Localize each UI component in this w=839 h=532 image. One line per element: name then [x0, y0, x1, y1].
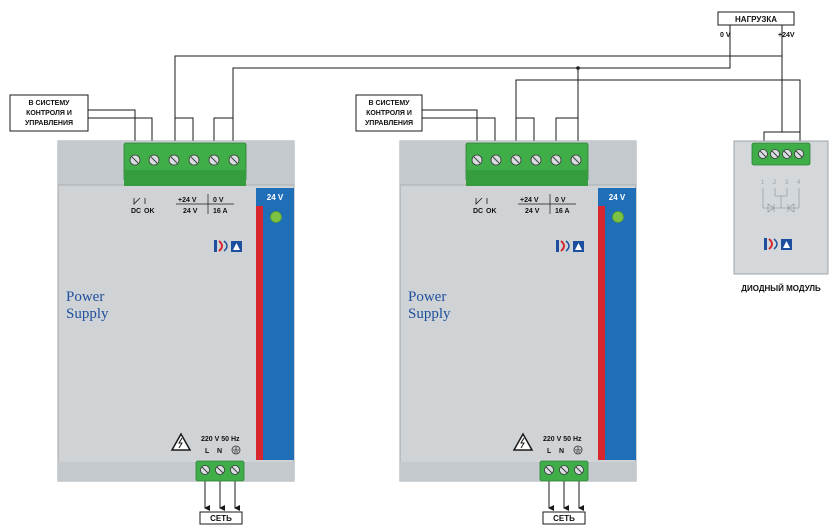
mains-label-left: СЕТЬ	[199, 511, 243, 525]
diode-module-label: ДИОДНЫЙ МОДУЛЬ	[741, 284, 821, 293]
logo-icon	[556, 240, 584, 252]
control-label-line1: В СИСТЕМУ	[368, 100, 410, 107]
mains-label: СЕТЬ	[553, 514, 575, 523]
diode-terminal-block	[751, 142, 811, 166]
control-box-left: В СИСТЕМУ КОНТРОЛЯ И УПРАВЛЕНИЯ	[9, 94, 89, 132]
control-label-line2: КОНТРОЛЯ И	[366, 110, 412, 117]
ok-label: OK	[486, 208, 497, 215]
plus-24v-label: +24 V	[178, 197, 197, 204]
pin-label: 3	[785, 180, 789, 186]
power-supply-left: 24 V DC OK +24 V 0 V 24 V 16 A	[57, 140, 295, 482]
l-label: L	[205, 448, 210, 455]
voltage-badge: 24 V	[609, 193, 626, 202]
pin-label: 2	[773, 180, 777, 186]
control-label-line3: УПРАВЛЕНИЯ	[25, 120, 73, 127]
led-icon	[612, 211, 624, 223]
power-supply-right: 24 V DC OK +24 V 0 V 24 V 16 A Power Sup…	[399, 140, 637, 482]
ps-title-line2: Supply	[408, 306, 451, 322]
n-label: N	[217, 448, 222, 455]
l-label: L	[547, 448, 552, 455]
ok-label: OK	[144, 208, 155, 215]
mains-label: СЕТЬ	[210, 514, 232, 523]
diode-icon	[762, 188, 800, 213]
diode-module: 1 2 3 4 ДИОДНЫЙ МОДУЛЬ	[733, 140, 829, 293]
dc-label: DC	[131, 208, 141, 215]
voltage-rating: 24 V	[525, 208, 540, 215]
pin-label: 1	[761, 180, 765, 186]
relay-contact-icon	[133, 197, 146, 205]
logo-icon	[764, 238, 792, 250]
warning-icon	[170, 432, 192, 451]
warning-icon	[512, 432, 534, 451]
current-rating: 16 A	[213, 208, 228, 215]
output-screws	[471, 154, 582, 166]
plus-24v-label: +24 V	[520, 197, 539, 204]
voltage-rating: 24 V	[183, 208, 198, 215]
ps-title-line2: Supply	[66, 306, 109, 322]
input-rating: 220 V 50 Hz	[543, 436, 582, 443]
pin-label: 4	[797, 180, 801, 186]
ps-title-line1: Power	[408, 289, 446, 305]
current-rating: 16 A	[555, 208, 570, 215]
load-box: НАГРУЗКА 0 V +24V	[717, 11, 795, 39]
relay-contact-icon	[475, 197, 488, 205]
output-screws	[129, 154, 240, 166]
dc-label: DC	[473, 208, 483, 215]
voltage-badge: 24 V	[267, 193, 284, 202]
zero-v-label: 0 V	[555, 197, 566, 204]
ps-title-line1: Power	[66, 289, 104, 305]
control-label-line2: КОНТРОЛЯ И	[26, 110, 72, 117]
n-label: N	[559, 448, 564, 455]
ground-icon	[231, 445, 241, 455]
input-rating: 220 V 50 Hz	[201, 436, 240, 443]
plus-24v-label: +24V	[778, 32, 795, 39]
control-label-line3: УПРАВЛЕНИЯ	[365, 120, 413, 127]
control-box-right: В СИСТЕМУ КОНТРОЛЯ И УПРАВЛЕНИЯ	[355, 94, 423, 132]
load-label: НАГРУЗКА	[735, 15, 777, 24]
led-icon	[270, 211, 282, 223]
mains-label-right: СЕТЬ	[542, 511, 586, 525]
zero-v-label: 0 V	[213, 197, 224, 204]
zero-v-label: 0 V	[720, 32, 731, 39]
control-label-line1: В СИСТЕМУ	[28, 100, 70, 107]
ground-icon	[573, 445, 583, 455]
logo-icon	[214, 240, 242, 252]
